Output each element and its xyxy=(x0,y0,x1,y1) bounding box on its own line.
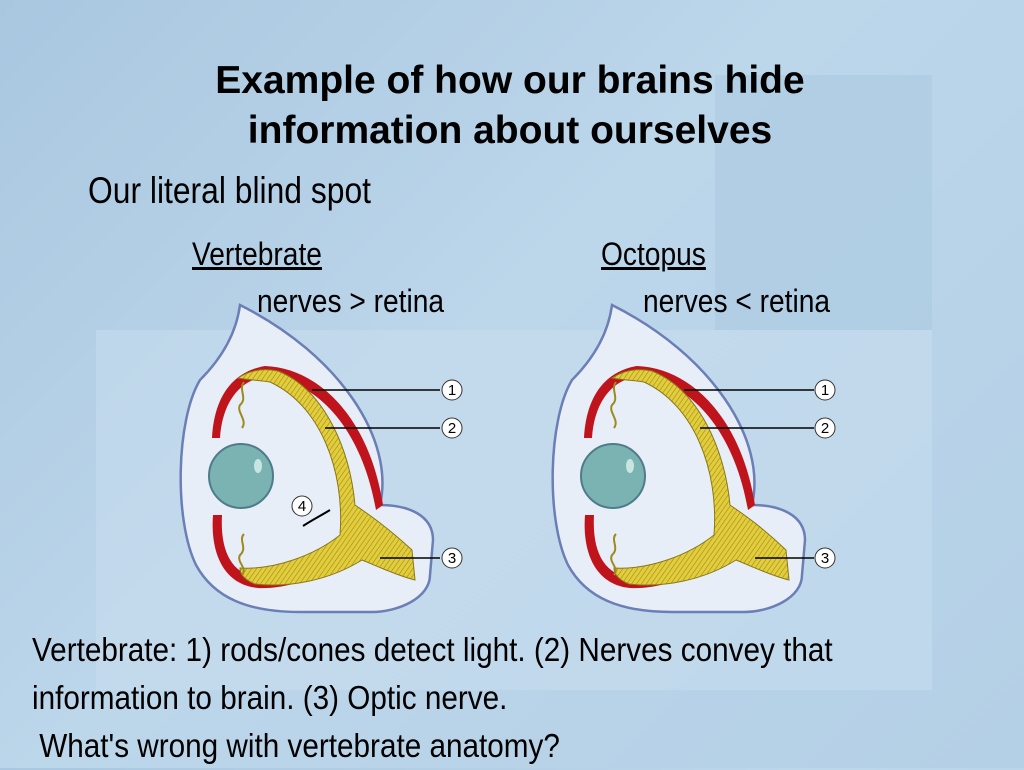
svg-text:2: 2 xyxy=(821,420,829,437)
vertebrate-marker-1 xyxy=(441,379,463,401)
octopus-lens xyxy=(580,443,646,509)
svg-text:3: 3 xyxy=(448,550,456,567)
octopus-marker-3 xyxy=(814,547,836,569)
svg-text:3: 3 xyxy=(821,550,829,567)
vertebrate-lens xyxy=(208,443,274,509)
title-line-1: Example of how our brains hide xyxy=(215,59,805,102)
octopus-marker-2 xyxy=(814,417,836,439)
vertebrate-label: Vertebrate xyxy=(192,236,322,272)
caption-question: What's wrong with vertebrate anatomy? xyxy=(39,727,560,764)
vertebrate-sublabel: nerves > retina xyxy=(257,283,445,319)
svg-text:1: 1 xyxy=(821,382,829,399)
octopus-sublabel: nerves < retina xyxy=(643,283,831,319)
vertebrate-marker-4 xyxy=(291,495,313,517)
vertebrate-marker-3 xyxy=(441,547,463,569)
title-line-2: information about ourselves xyxy=(247,109,773,152)
svg-text:1: 1 xyxy=(448,382,456,399)
octopus-eye-diagram: 1 2 3 xyxy=(551,303,836,614)
slide-title: Example of how our brains hide informati… xyxy=(100,56,920,156)
vertebrate-marker-2 xyxy=(441,417,463,439)
caption: Vertebrate: 1) rods/cones detect light. … xyxy=(32,626,923,770)
octopus-marker-1 xyxy=(814,379,836,401)
octopus-label: Octopus xyxy=(601,236,706,272)
caption-line-2: information to brain. (3) Optic nerve. xyxy=(32,679,508,716)
subtitle: Our literal blind spot xyxy=(88,170,371,211)
svg-text:2: 2 xyxy=(448,420,456,437)
vertebrate-eye-diagram: 1 2 3 4 xyxy=(179,303,463,614)
caption-line-1: Vertebrate: 1) rods/cones detect light. … xyxy=(32,631,833,668)
eye-comparison-diagram: 1 2 3 4 1 2 3 xyxy=(179,303,836,614)
svg-text:4: 4 xyxy=(298,498,306,515)
